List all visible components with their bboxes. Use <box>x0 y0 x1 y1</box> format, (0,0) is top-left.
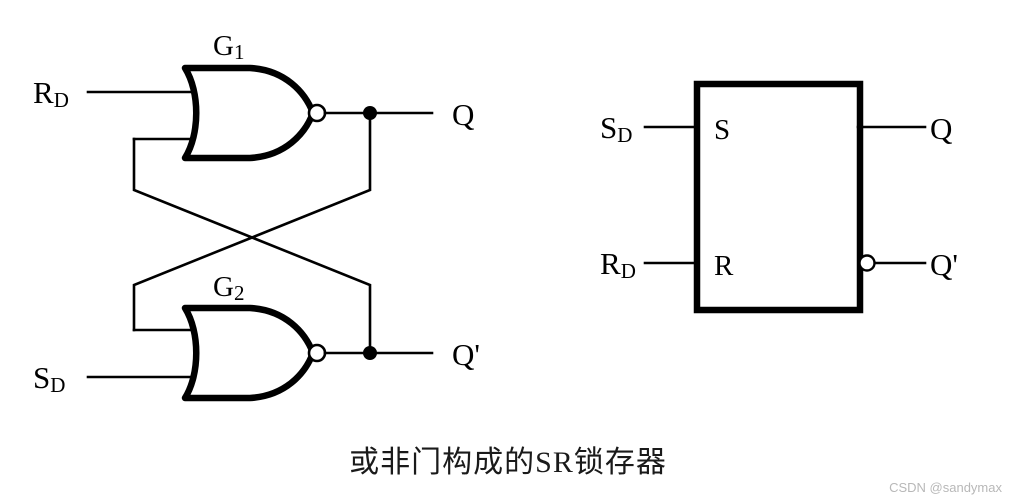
gate-g1-inversion-bubble <box>307 103 327 123</box>
block-output-label-q: Q <box>930 111 952 146</box>
block-qnot-inversion-bubble <box>858 254 876 272</box>
block-symbol: SD RD S R Q Q' <box>600 80 958 314</box>
output-label-qnot: Q' <box>452 337 480 372</box>
figure-caption: 或非门构成的SR锁存器 <box>349 446 667 479</box>
input-label-sd: SD <box>33 360 65 397</box>
gate-label-g1: G1 <box>213 30 244 64</box>
block-port-label-r: R <box>714 250 734 282</box>
input-label-rd: RD <box>33 75 69 112</box>
gate-g2-body <box>181 304 317 402</box>
block-port-label-s: S <box>714 114 730 146</box>
block-symbol-outline <box>693 80 864 314</box>
block-input-label-sd: SD <box>600 110 632 147</box>
block-input-label-rd: RD <box>600 246 636 283</box>
junction-dot-qnot <box>363 346 377 360</box>
gate-g2-inversion-bubble <box>307 343 327 363</box>
wire-qnot-feedback-to-g1 <box>132 137 372 355</box>
block-output-label-qnot: Q' <box>930 247 958 282</box>
gate-level-schematic: G1 G2 RD SD Q Q' <box>33 30 480 402</box>
watermark: CSDN @sandymax <box>889 480 1002 495</box>
output-label-q: Q <box>452 97 474 132</box>
gate-g1-body <box>181 64 317 162</box>
gate-label-g2: G2 <box>213 271 244 305</box>
